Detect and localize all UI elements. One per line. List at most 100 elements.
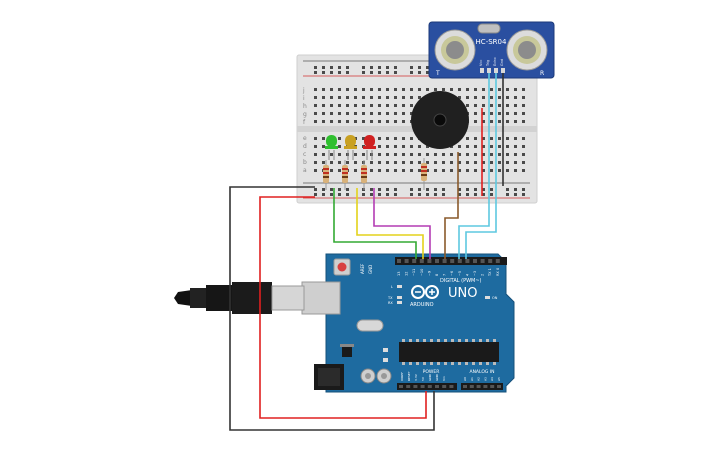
breadboard-hole[interactable] xyxy=(458,169,461,172)
breadboard-hole[interactable] xyxy=(362,96,365,99)
breadboard-hole[interactable] xyxy=(314,161,317,164)
wires[interactable] xyxy=(229,73,504,431)
breadboard-hole[interactable] xyxy=(378,145,381,148)
breadboard-hole[interactable] xyxy=(442,188,445,191)
breadboard-hole[interactable] xyxy=(506,104,509,107)
breadboard-hole[interactable] xyxy=(498,161,501,164)
breadboard-hole[interactable] xyxy=(386,71,389,74)
header-pin[interactable] xyxy=(495,259,500,263)
breadboard-hole[interactable] xyxy=(338,145,341,148)
breadboard-hole[interactable] xyxy=(378,188,381,191)
breadboard-hole[interactable] xyxy=(426,193,429,196)
breadboard-hole[interactable] xyxy=(474,193,477,196)
breadboard-hole[interactable] xyxy=(426,66,429,69)
breadboard-hole[interactable] xyxy=(402,104,405,107)
breadboard-hole[interactable] xyxy=(490,169,493,172)
breadboard-hole[interactable] xyxy=(506,112,509,115)
breadboard-hole[interactable] xyxy=(314,112,317,115)
breadboard-hole[interactable] xyxy=(330,120,333,123)
breadboard-hole[interactable] xyxy=(490,137,493,140)
breadboard-hole[interactable] xyxy=(426,169,429,172)
breadboard-hole[interactable] xyxy=(338,96,341,99)
breadboard-hole[interactable] xyxy=(394,88,397,91)
breadboard-hole[interactable] xyxy=(418,88,421,91)
breadboard-hole[interactable] xyxy=(386,88,389,91)
breadboard-hole[interactable] xyxy=(346,188,349,191)
breadboard-hole[interactable] xyxy=(490,188,493,191)
breadboard-hole[interactable] xyxy=(474,153,477,156)
header-pin[interactable] xyxy=(476,385,481,388)
header-pin[interactable] xyxy=(412,259,417,263)
breadboard-hole[interactable] xyxy=(522,161,525,164)
breadboard-hole[interactable] xyxy=(346,112,349,115)
breadboard-hole[interactable] xyxy=(330,112,333,115)
breadboard-hole[interactable] xyxy=(482,88,485,91)
breadboard-hole[interactable] xyxy=(466,153,469,156)
breadboard-hole[interactable] xyxy=(322,145,325,148)
breadboard-hole[interactable] xyxy=(314,88,317,91)
breadboard-hole[interactable] xyxy=(458,153,461,156)
breadboard-hole[interactable] xyxy=(514,145,517,148)
breadboard-hole[interactable] xyxy=(402,161,405,164)
breadboard-hole[interactable] xyxy=(362,153,365,156)
wire-buzzer[interactable] xyxy=(444,152,459,259)
breadboard-hole[interactable] xyxy=(522,137,525,140)
breadboard-hole[interactable] xyxy=(410,71,413,74)
breadboard-hole[interactable] xyxy=(314,137,317,140)
breadboard-hole[interactable] xyxy=(362,88,365,91)
breadboard-hole[interactable] xyxy=(354,120,357,123)
reset-button-cap[interactable] xyxy=(337,262,347,272)
breadboard-hole[interactable] xyxy=(490,88,493,91)
breadboard-hole[interactable] xyxy=(474,96,477,99)
breadboard-hole[interactable] xyxy=(474,88,477,91)
breadboard-hole[interactable] xyxy=(362,104,365,107)
analog-header[interactable] xyxy=(461,383,503,390)
breadboard-hole[interactable] xyxy=(490,153,493,156)
breadboard-hole[interactable] xyxy=(314,188,317,191)
breadboard-hole[interactable] xyxy=(482,112,485,115)
breadboard-hole[interactable] xyxy=(330,169,333,172)
breadboard-hole[interactable] xyxy=(410,112,413,115)
breadboard-hole[interactable] xyxy=(378,137,381,140)
breadboard-hole[interactable] xyxy=(506,120,509,123)
breadboard-hole[interactable] xyxy=(482,137,485,140)
header-pin[interactable] xyxy=(483,385,488,388)
breadboard-hole[interactable] xyxy=(394,120,397,123)
breadboard-hole[interactable] xyxy=(426,161,429,164)
breadboard-hole[interactable] xyxy=(386,161,389,164)
breadboard-hole[interactable] xyxy=(450,153,453,156)
breadboard-hole[interactable] xyxy=(402,88,405,91)
breadboard-hole[interactable] xyxy=(474,145,477,148)
usb-cable[interactable] xyxy=(174,282,305,314)
breadboard-hole[interactable] xyxy=(330,104,333,107)
breadboard-hole[interactable] xyxy=(410,66,413,69)
breadboard-hole[interactable] xyxy=(466,169,469,172)
breadboard-hole[interactable] xyxy=(314,66,317,69)
wire-echo[interactable] xyxy=(465,73,497,259)
breadboard-hole[interactable] xyxy=(370,88,373,91)
breadboard-hole[interactable] xyxy=(322,193,325,196)
breadboard-hole[interactable] xyxy=(490,104,493,107)
resistor[interactable] xyxy=(421,158,427,190)
breadboard-hole[interactable] xyxy=(378,71,381,74)
breadboard-hole[interactable] xyxy=(378,88,381,91)
breadboard-hole[interactable] xyxy=(386,153,389,156)
breadboard-hole[interactable] xyxy=(498,104,501,107)
breadboard-hole[interactable] xyxy=(378,169,381,172)
led-green[interactable] xyxy=(325,135,338,160)
breadboard-hole[interactable] xyxy=(370,188,373,191)
breadboard-hole[interactable] xyxy=(338,120,341,123)
breadboard-hole[interactable] xyxy=(386,120,389,123)
breadboard-hole[interactable] xyxy=(354,169,357,172)
breadboard-hole[interactable] xyxy=(434,193,437,196)
breadboard-hole[interactable] xyxy=(346,88,349,91)
breadboard-hole[interactable] xyxy=(418,188,421,191)
breadboard-hole[interactable] xyxy=(346,104,349,107)
breadboard-hole[interactable] xyxy=(386,145,389,148)
breadboard-hole[interactable] xyxy=(370,104,373,107)
header-pin[interactable] xyxy=(435,259,439,263)
sensor-pin[interactable] xyxy=(480,68,484,73)
breadboard-hole[interactable] xyxy=(426,71,429,74)
breadboard-hole[interactable] xyxy=(498,153,501,156)
